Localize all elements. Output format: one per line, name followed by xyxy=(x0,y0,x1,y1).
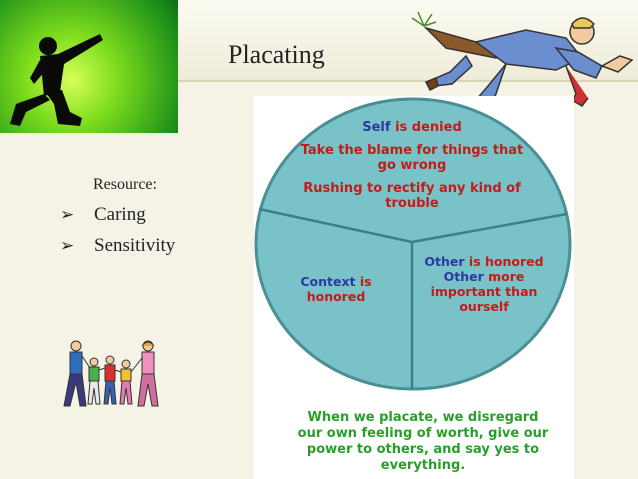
segment-line: trouble xyxy=(385,196,439,211)
segment-line: is xyxy=(355,274,372,289)
bullet-list: ➢ Caring ➢ Sensitivity xyxy=(60,200,175,262)
diagram-caption: When we placate, we disregard our own fe… xyxy=(264,410,582,474)
right-segment-text: Other is honored Other more important th… xyxy=(414,254,554,314)
caption-line: When we placate, we disregard xyxy=(307,410,539,425)
kneeling-pointing-figure-icon xyxy=(10,34,103,126)
segment-line: ourself xyxy=(459,299,509,314)
left-segment-text: Context is honored xyxy=(288,274,384,304)
segment-line: is honored xyxy=(464,254,544,269)
family-icon xyxy=(63,340,159,407)
slide-title: Placating xyxy=(228,40,325,69)
segment-line: is denied xyxy=(390,120,462,135)
caption-line: everything. xyxy=(380,458,466,473)
other-label: Other xyxy=(443,269,484,284)
caption-line: power to others, and say yes to xyxy=(306,442,540,457)
caption-line: our own feeling of worth, give our xyxy=(297,426,549,441)
diagram-area: Self is denied Take the blame for things… xyxy=(254,96,574,479)
segment-line: go wrong xyxy=(377,158,447,173)
arrow-bullet-icon: ➢ xyxy=(60,205,75,224)
pie-diagram xyxy=(254,97,572,391)
bullet-item: ➢ Sensitivity xyxy=(60,231,175,262)
pie-divider-left xyxy=(258,207,413,244)
segment-line: Take the blame for things that xyxy=(300,143,524,158)
self-label: Self xyxy=(362,120,391,135)
segment-line: important than xyxy=(430,284,538,299)
bullet-text: Caring xyxy=(94,204,146,225)
bullet-text: Sensitivity xyxy=(94,235,176,256)
top-segment-text: Self is denied Take the blame for things… xyxy=(274,120,550,211)
other-label: Other xyxy=(424,254,465,269)
green-burst-panel xyxy=(0,0,178,133)
segment-line: more xyxy=(483,269,525,284)
bullet-item: ➢ Caring xyxy=(60,200,175,231)
arrow-bullet-icon: ➢ xyxy=(60,236,75,255)
segment-line: honored xyxy=(306,289,366,304)
context-label: Context xyxy=(300,274,356,289)
pie-divider-right xyxy=(411,212,568,244)
segment-line: Rushing to rectify any kind of xyxy=(303,181,521,196)
resource-label: Resource: xyxy=(93,176,157,193)
